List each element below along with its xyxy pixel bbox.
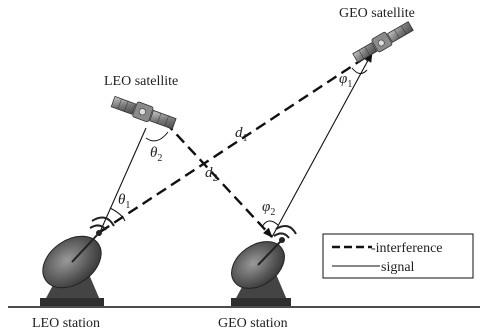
legend-box — [322, 233, 474, 279]
phi1-arc — [351, 67, 368, 74]
interference-line-d2 — [164, 121, 273, 238]
legend: -interference signal — [322, 233, 474, 279]
d1-label: d1 — [235, 125, 248, 144]
geo-satellite-label: GEO satellite — [339, 6, 415, 21]
leo-station-dish-icon — [40, 216, 115, 306]
legend-signal-label: signal — [381, 260, 415, 275]
geo-station-dish-icon — [231, 224, 297, 306]
geo-satellite-icon — [352, 21, 414, 63]
leo-station-label: LEO station — [32, 316, 100, 331]
phi2-label: φ2 — [262, 199, 275, 218]
legend-interference-label: -interference — [371, 241, 443, 256]
theta2-arc — [145, 131, 169, 142]
phi2-arc — [261, 220, 279, 228]
theta1-label: θ1 — [118, 192, 130, 211]
theta1-arc — [109, 207, 126, 222]
signal-line-geo — [271, 52, 373, 238]
theta2-label: θ2 — [150, 145, 162, 164]
d2-label: d2 — [205, 165, 218, 184]
interference-line-d1 — [99, 51, 373, 234]
signal-line-leo — [99, 127, 147, 233]
geo-station-label: GEO station — [218, 316, 288, 331]
phi1-label: φ1 — [339, 71, 352, 90]
leo-satellite-icon — [110, 95, 177, 130]
leo-satellite-label: LEO satellite — [104, 74, 178, 89]
